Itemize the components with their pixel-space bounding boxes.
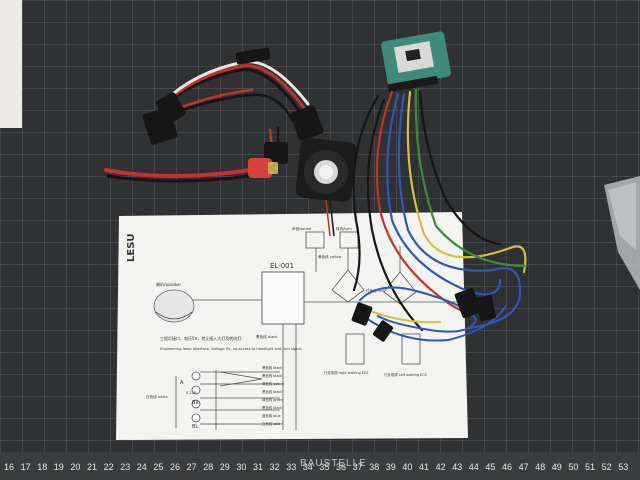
- wire-row-label: 黑色线 black: [262, 389, 282, 394]
- ruler-number: 45: [485, 462, 495, 472]
- sheet-diagram: [153, 231, 470, 430]
- ruler-number: 39: [386, 462, 396, 472]
- right-connectors: [351, 287, 496, 342]
- ruler-number: 47: [519, 462, 529, 472]
- wire-row-labels: 黑色线 black 黑色线 black 黄色线 yellow 黑色线 black 绿色线…: [262, 365, 284, 426]
- left-paper-edge: [0, 0, 22, 128]
- ruler-number: 18: [37, 462, 47, 472]
- main-wire-bundle: [352, 88, 528, 332]
- top-yellow: 黄色线 yellow: [318, 254, 341, 259]
- ruler-number: 25: [153, 462, 163, 472]
- ruler-number: 22: [104, 462, 114, 472]
- ruler-number: 44: [469, 462, 479, 472]
- sheet-brand: LESU: [126, 233, 137, 262]
- ruler-number: 17: [21, 462, 31, 472]
- ruler-number: 33: [286, 462, 296, 472]
- top-sound: 声音/sound: [292, 226, 311, 231]
- ruler-number: 53: [618, 462, 628, 472]
- led-label-bl: BL: [192, 424, 198, 430]
- ruler-number: 50: [568, 462, 578, 472]
- wire-row-label: 黄色线 yellow: [262, 381, 284, 386]
- ruler-number: 21: [87, 462, 97, 472]
- ruler-strip: [0, 452, 640, 480]
- speaker-label: 喇叭/speaker: [156, 281, 182, 287]
- ruler-number: 29: [220, 462, 230, 472]
- sheet-module: EL-001: [270, 262, 294, 270]
- ruler-number: 16: [4, 462, 14, 472]
- warning-cn: 工程灯接口，电压5V，禁止接入大灯及转向灯: [160, 335, 241, 341]
- speaker: [295, 138, 357, 237]
- white-label: 白色线 white: [146, 394, 169, 399]
- ruler-number: 34: [303, 462, 313, 472]
- ruler-numbers: 16 17 18 19 20 21 22 23 24 25 26 27 28 29 30 31 32 33 34 35…: [4, 462, 628, 472]
- power-cable: [104, 158, 278, 183]
- ruler-number: 28: [203, 462, 213, 472]
- ruler-number: 43: [452, 462, 462, 472]
- ruler-number: 26: [170, 462, 180, 472]
- wire-row-label: 蓝色线 blue: [262, 413, 281, 418]
- led-label-br: BR: [192, 400, 199, 406]
- ruler-number: 24: [137, 462, 147, 472]
- ruler-number: 40: [402, 462, 412, 472]
- watermark-text: BAUSTELLE: [300, 458, 367, 469]
- ruler-number: 42: [436, 462, 446, 472]
- ruler-number: 46: [502, 462, 512, 472]
- ruler-number: 41: [419, 462, 429, 472]
- wire-row-label: 绿色线 green: [262, 397, 283, 402]
- led-symbols: [191, 371, 201, 423]
- ruler-number: 20: [70, 462, 80, 472]
- ruler-number: 31: [253, 462, 263, 472]
- ruler-number: 30: [236, 462, 246, 472]
- ruler-number: 52: [602, 462, 612, 472]
- wire-row-label: 白色线 white: [262, 421, 283, 426]
- ruler-number: 38: [369, 462, 379, 472]
- esc-right: 行走电调 Left walking ECS: [384, 372, 427, 377]
- wire-row-label: 黑色线 black: [262, 373, 282, 378]
- ruler-number: 19: [54, 462, 64, 472]
- led-label-a: A: [180, 380, 184, 386]
- ruler-number: 37: [353, 462, 363, 472]
- ruler-number: 23: [120, 462, 130, 472]
- led-label-s12r: S-12R: [186, 391, 197, 395]
- esc-left: 行走电调 right walking ECS: [324, 370, 368, 375]
- ruler-number: 27: [187, 462, 197, 472]
- servo-connectors: [142, 47, 324, 164]
- ruler-number: 35: [319, 462, 329, 472]
- ruler-number: 51: [585, 462, 595, 472]
- ruler-number: 48: [535, 462, 545, 472]
- top-turn: 转向/turn: [336, 226, 352, 231]
- ruler-number: 49: [552, 462, 562, 472]
- wire-row-label: 黑色线 black: [262, 405, 282, 410]
- ruler-number: 36: [336, 462, 346, 472]
- controller-pcb: [381, 31, 451, 93]
- wire-row-label: 黑色线 black: [262, 365, 282, 370]
- instruction-sheet: [116, 212, 468, 440]
- black-label: 黑色线 black: [256, 334, 278, 339]
- warning-en: Engineering lamp interface, Voltage 5V, …: [160, 347, 302, 351]
- ruler-number: 32: [270, 462, 280, 472]
